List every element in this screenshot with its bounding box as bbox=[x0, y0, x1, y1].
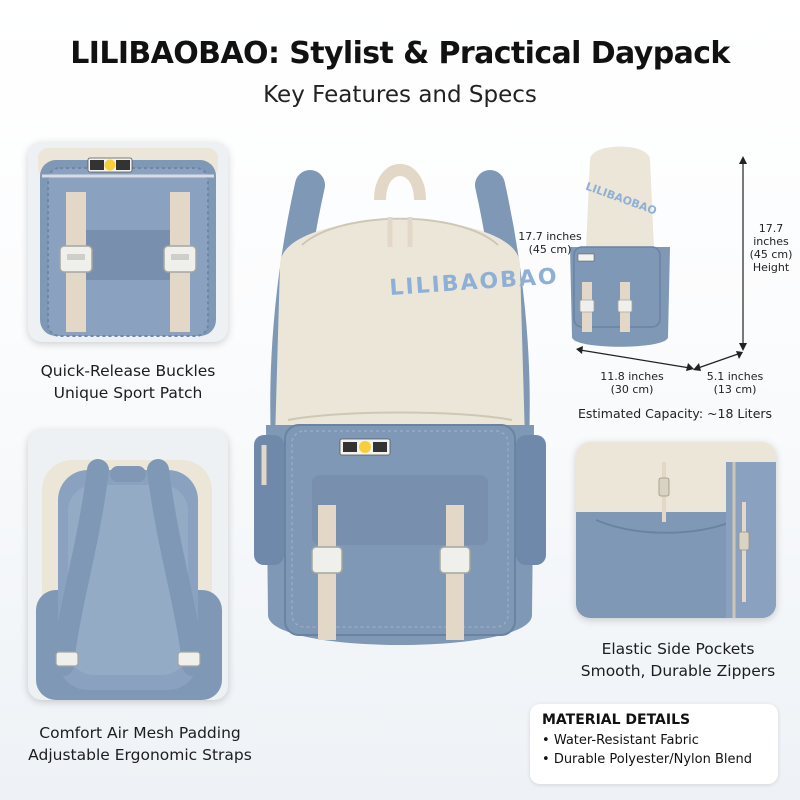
smiley-patch-icon bbox=[87, 157, 133, 173]
width-cm: (30 cm) bbox=[610, 383, 654, 396]
main-backpack-image: LILIBAOBAO bbox=[254, 164, 559, 645]
side-pocket-illustration bbox=[576, 442, 776, 618]
front-pocket-caption-line1: Quick-Release Buckles bbox=[40, 362, 216, 380]
left-height-inches: 17.7 inches bbox=[518, 230, 582, 243]
back-panel-illustration bbox=[28, 430, 228, 700]
depth-label: 5.1 inches (13 cm) bbox=[700, 370, 770, 396]
zipper-pull-icon bbox=[658, 462, 750, 602]
buckle-icon bbox=[59, 192, 197, 332]
front-pocket-closeup-card bbox=[28, 142, 228, 342]
front-pocket-illustration bbox=[28, 142, 228, 342]
width-label: 11.8 inches (30 cm) bbox=[592, 370, 672, 396]
right-height-cm: (45 cm) bbox=[749, 248, 793, 261]
side-pocket-caption-line2: Smooth, Durable Zippers bbox=[580, 662, 776, 680]
material-item: Water-Resistant Fabric bbox=[542, 731, 766, 750]
back-panel-card bbox=[28, 430, 228, 700]
front-pocket-caption: Quick-Release Buckles Unique Sport Patch bbox=[18, 360, 238, 404]
side-pocket-caption-line1: Elastic Side Pockets bbox=[601, 640, 755, 658]
page-subtitle: Key Features and Specs bbox=[263, 82, 537, 108]
back-panel-caption-line1: Comfort Air Mesh Padding bbox=[39, 724, 241, 742]
material-details-box: MATERIAL DETAILS Water-Resistant Fabric … bbox=[530, 704, 778, 784]
material-item: Durable Polyester/Nylon Blend bbox=[542, 750, 766, 769]
back-panel-caption-line2: Adjustable Ergonomic Straps bbox=[28, 746, 252, 764]
right-height-label: 17.7 inches (45 cm) Height bbox=[746, 222, 796, 274]
page-title: LILIBAOBAO: Stylist & Practical Daypack bbox=[70, 36, 730, 71]
back-panel-caption: Comfort Air Mesh Padding Adjustable Ergo… bbox=[10, 722, 270, 766]
zipper-pull-icon bbox=[261, 217, 413, 485]
smiley-patch-icon bbox=[339, 438, 391, 456]
capacity-label: Estimated Capacity: ~18 Liters bbox=[578, 406, 773, 421]
buckle-icon bbox=[311, 505, 471, 640]
width-inches: 11.8 inches bbox=[600, 370, 664, 383]
left-height-cm: (45 cm) bbox=[528, 243, 572, 256]
dimension-arrow-icon bbox=[576, 156, 747, 371]
right-height-word: Height bbox=[752, 261, 790, 274]
left-height-label: 17.7 inches (45 cm) bbox=[514, 230, 586, 256]
material-details-title: MATERIAL DETAILS bbox=[542, 712, 691, 728]
side-pocket-closeup-card bbox=[576, 442, 776, 618]
side-pocket-caption: Elastic Side Pockets Smooth, Durable Zip… bbox=[566, 638, 790, 682]
dimension-backpack-image: LILIBAOBAO bbox=[570, 146, 670, 347]
right-height-value: 17.7 bbox=[758, 222, 784, 235]
depth-inches: 5.1 inches bbox=[706, 370, 764, 383]
strap-adjuster-icon bbox=[55, 651, 201, 667]
depth-cm: (13 cm) bbox=[713, 383, 757, 396]
front-pocket-caption-line2: Unique Sport Patch bbox=[53, 384, 203, 402]
right-height-unit: inches bbox=[753, 235, 789, 248]
